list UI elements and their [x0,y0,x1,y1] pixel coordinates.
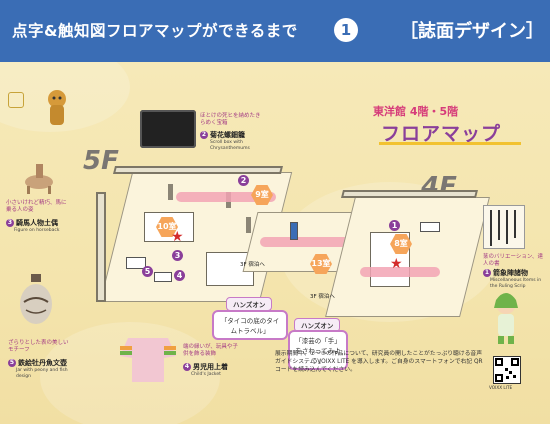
wall-5f-north [113,166,283,174]
lacquer-box-image [140,110,196,148]
exhibit-5-tagline: ざらりとした表の美しいモチーフ [8,340,69,353]
exhibit-2-name-text: 菊花螺鈿籠 [210,131,245,139]
display-case [420,222,440,232]
jacket-image [118,328,178,384]
number-badge: 5 [8,359,16,367]
decorative-ornament [8,92,24,108]
exhibit-3-sub: Figure on horseback [14,228,60,233]
wall-5f-west [96,192,106,302]
current-location-star: ★ [390,256,403,272]
floor-label-5f: 5F [83,146,119,176]
room-badge: 13室 [310,254,332,274]
step-number-badge: 1 [334,18,358,42]
room-badge: 9室 [251,185,273,205]
section-label: ［誌面デザイン］ [400,21,544,42]
qr-code[interactable] [493,356,521,384]
exhibit-5-sub: Jar with peony and fish design [16,368,68,379]
mascot-character [488,290,524,346]
wall-4f-north [341,190,478,198]
exhibit-2-tagline: ほとけの死ヒを納めたきらめく宝箱 [200,113,261,126]
exhibit-5-name-text: 鉄絵牡丹魚文壺 [18,359,67,367]
number-badge: 1 [483,269,491,277]
current-location-star: ★ [171,229,184,245]
display-case [126,257,146,269]
room-badge: 8室 [390,234,412,254]
corridor: 13室 3F 宿泊へ [240,192,368,282]
exhibit-4-tagline: 端の縁いが、玩具や子供を飾る装飾 [183,344,238,357]
header-title: 点字&触知図フロアマップができるまで [12,22,298,40]
pillar [168,184,173,200]
exhibit-3-tagline: 小さいけれど精巧、馬に乗る人の姿 [6,200,67,213]
exhibit-marker-4: 4 [174,270,185,281]
horse-figure-image [18,160,60,196]
exhibit-3-name-text: 騎馬人物土偶 [16,219,58,227]
route-path [176,192,276,202]
jar-image [16,272,56,326]
number-badge: 2 [200,131,208,139]
qr-label: VOIXX LITE [489,385,513,390]
calligraphy-scroll-image [483,205,525,249]
pillar [246,217,251,233]
route-path [260,237,350,247]
exhibit-1-sub: Miscellaneous Items in the Ruling Scrip [490,278,542,289]
display-case [154,272,172,282]
room-badge: 10室 [156,217,178,237]
map-subtitle: 東洋館 4階・5階 [373,105,459,118]
number-badge: 4 [183,363,191,371]
number-badge: 3 [6,219,14,227]
stairs-sign: 3F 宿泊へ [310,294,335,300]
map-title: フロアマップ [381,123,502,145]
exhibit-marker-3: 3 [172,250,183,261]
exhibit-4-name-text: 男児用上着 [193,363,228,371]
hands-on-label: ハンズオン [226,297,273,311]
route-path [360,267,440,277]
hands-on-box: 「タイコの底のタイムトラベル」 [212,310,288,340]
exhibit-1-name-text: 箭象陣諸物 [493,269,528,277]
audio-guide-note: 展示期間中、①〜⑤の作品について、研究員の開したことがたっぷり聴ける音声ガイドシ… [275,351,483,373]
exhibit-marker-5: 5 [142,266,153,277]
hands-on-box: 「漆芸の「手」をさわってみよう」 [288,330,348,370]
title-underline [379,142,521,145]
exhibit-marker-1: 1 [389,220,400,231]
exhibit-2-sub: Scroll box with Chrysanthemums [210,140,250,151]
stairs-sign: 3F 宿泊へ [240,262,265,268]
exhibit-marker-2: 2 [238,175,249,186]
header-banner: 点字&触知図フロアマップができるまで 1 ［誌面デザイン］ [0,0,550,62]
clay-figure-image [44,89,70,127]
elevator [290,222,298,240]
floor-4f-plan: 8室 ★ 1 3F 宿泊へ [310,182,490,322]
exhibit-4-sub: Child's Jacket [191,372,221,377]
exhibit-1-tagline: 篆のバリエーション、達人の書 [483,254,544,267]
floor-map-canvas: 5F 4F 東洋館 4階・5階 フロアマップ 10室 9室 ★ 5 4 3 2 … [0,62,550,424]
